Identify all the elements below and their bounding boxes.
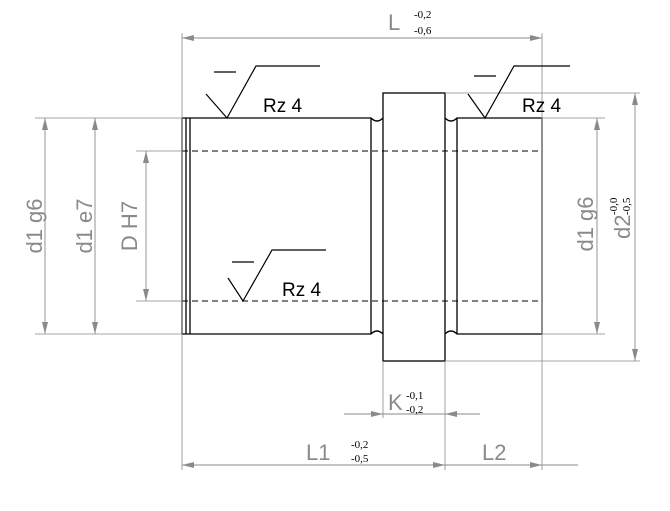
- l2-label: L2: [482, 440, 506, 465]
- collar-outline: [382, 92, 446, 362]
- l1-upper-tol: -0,2: [351, 439, 368, 451]
- surface-finish-right-label: Rz 4: [522, 96, 562, 117]
- d2-lower-tol: -0,5: [621, 197, 633, 215]
- surface-finish-bore-label: Rz 4: [282, 280, 322, 301]
- collar-width-lower-tol: -0,2: [406, 404, 423, 416]
- overall-length-upper-tol: -0,2: [414, 9, 431, 21]
- d1-e7-label: d1 e7: [72, 198, 97, 253]
- d2-upper-tol: -0,0: [608, 197, 620, 215]
- dimension-lines: [42, 35, 638, 468]
- surface-finish-left-label: Rz 4: [263, 96, 303, 117]
- bore-diameter-label: D H7: [117, 201, 142, 251]
- surface-finish-symbol-left: [205, 65, 320, 120]
- collar-width-upper-tol: -0,1: [406, 390, 423, 402]
- overall-length-lower-tol: -0,6: [414, 25, 432, 37]
- l1-label: L1: [306, 440, 330, 465]
- bushing-part: [181, 92, 543, 362]
- l1-lower-tol: -0,5: [351, 453, 369, 465]
- surface-finish-symbol-bore: [227, 249, 326, 303]
- d1-g6-left-label: d1 g6: [22, 198, 47, 253]
- d2-label: d2: [610, 215, 635, 239]
- collar-width-label: K: [388, 390, 403, 415]
- left-shaft-outline: [182, 117, 384, 335]
- overall-length-label: L: [388, 10, 400, 35]
- right-shaft-outline: [444, 117, 543, 335]
- surface-finish-symbol-right: [467, 65, 570, 120]
- d1-g6-right-label: d1 g6: [573, 196, 598, 251]
